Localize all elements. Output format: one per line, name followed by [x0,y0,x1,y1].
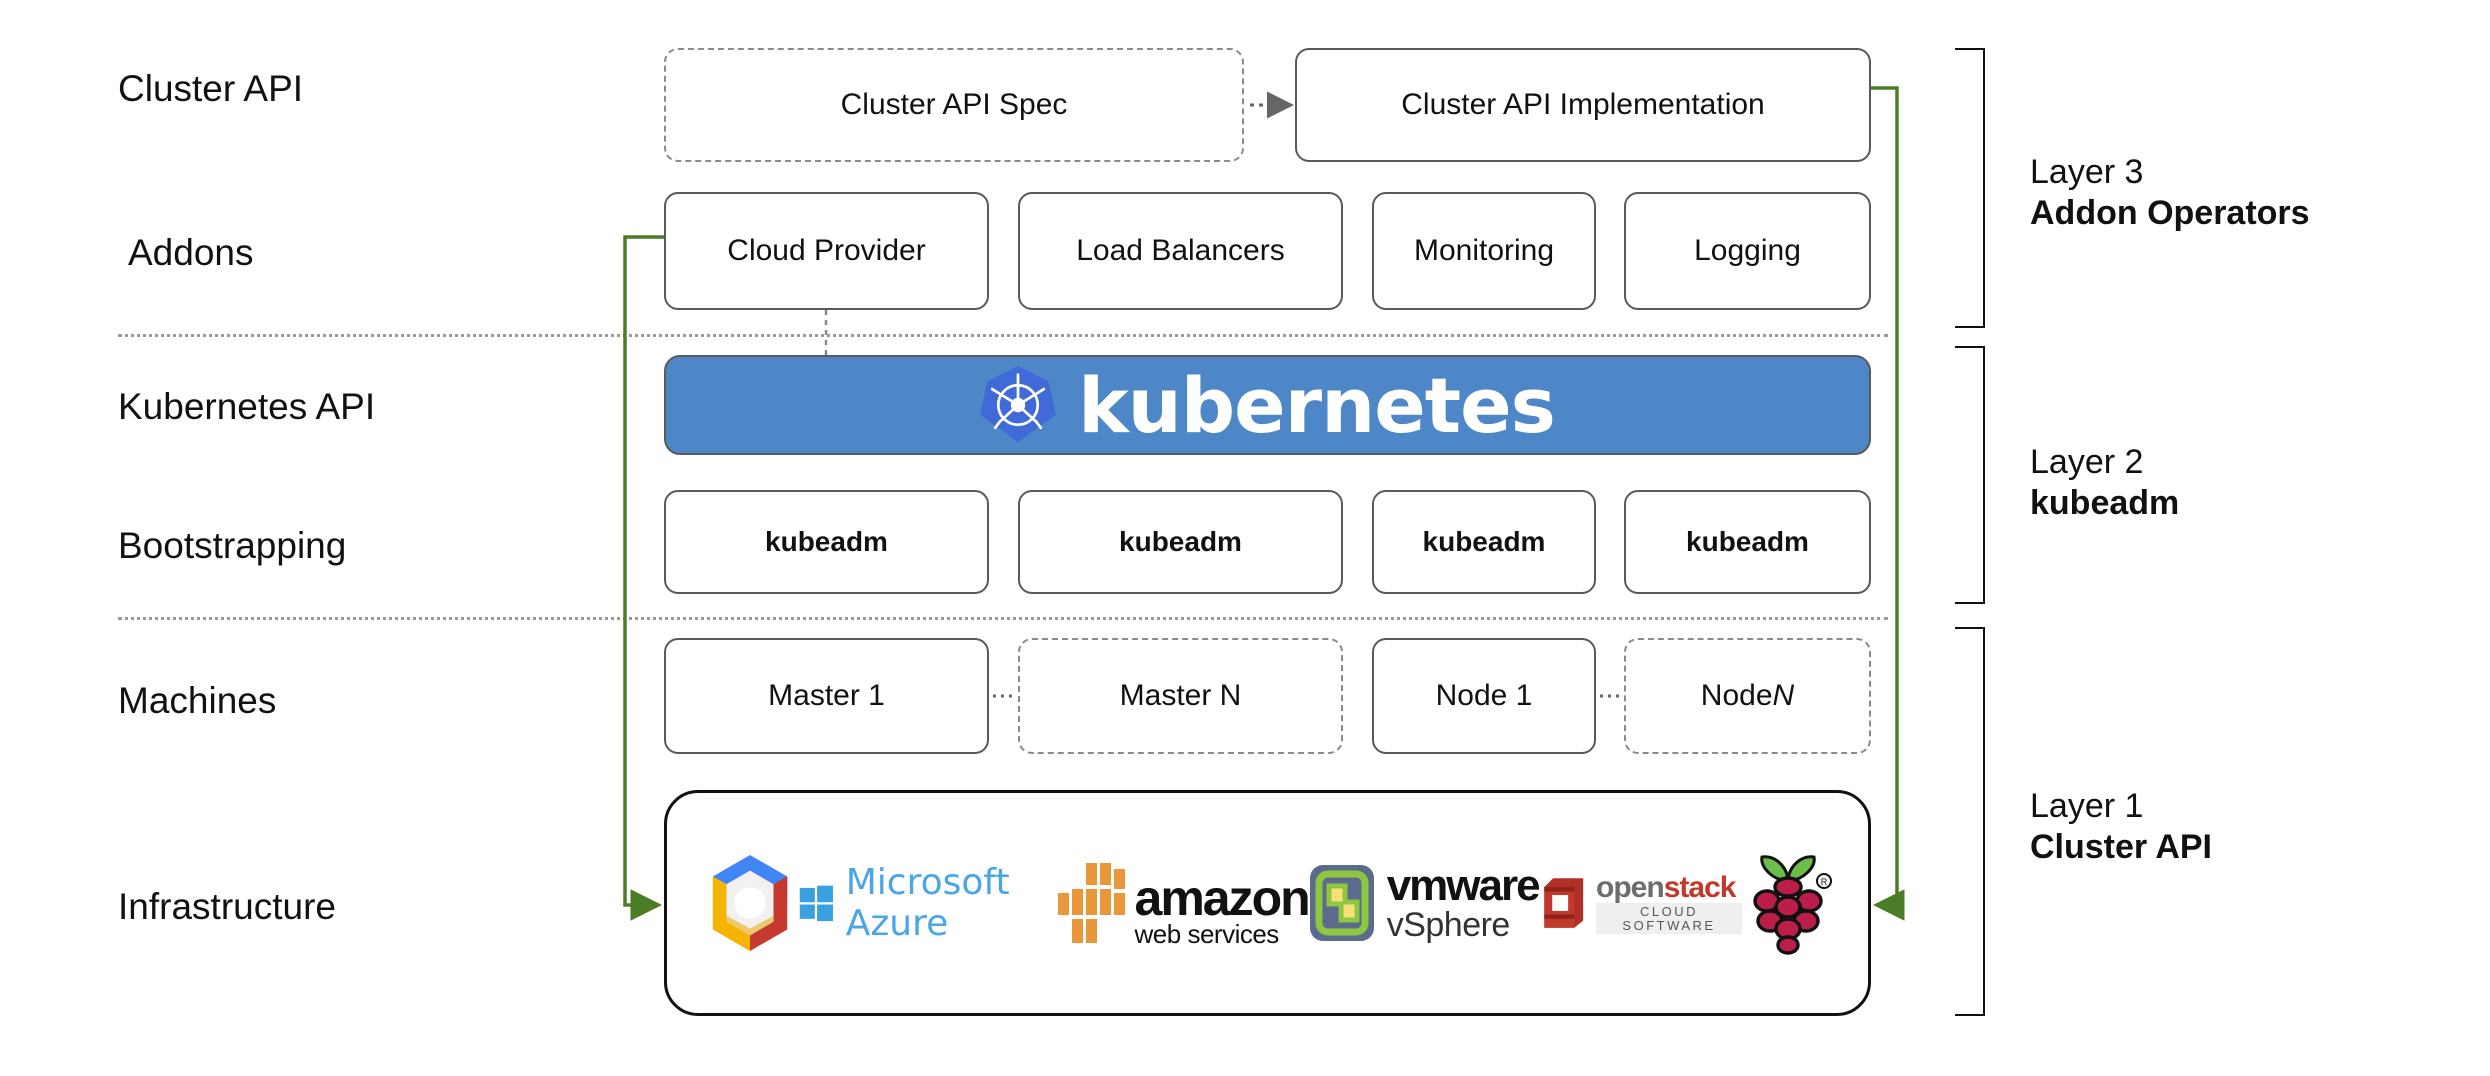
separator-layer2-layer1 [118,617,1888,620]
row-label-cluster-api: Cluster API [118,68,304,109]
node-kubeadm-1[interactable]: kubeadm [664,490,989,594]
node-addon-load-balancers[interactable]: Load Balancers [1018,192,1343,310]
layer-3-bracket [1955,48,1985,328]
node-addon-monitoring[interactable]: Monitoring [1372,192,1596,310]
node-machine-node-1[interactable]: Node 1 [1372,638,1596,754]
infrastructure-container: Microsoft Azure amazon web services [664,790,1871,1016]
layer-1-name: Cluster API [2030,828,2213,867]
node-machine-node-n-suffix: N [1772,679,1795,712]
svg-text:R: R [1821,877,1828,887]
wire-implementation-to-infrastructure [1871,86,1905,921]
node-addon-logging[interactable]: Logging [1624,192,1871,310]
node-cluster-api-implementation[interactable]: Cluster API Implementation [1295,48,1871,162]
layer-3-name: Addon Operators [2030,194,2310,233]
layer-2-bracket [1955,346,1985,604]
node-machine-master-n[interactable]: Master N [1018,638,1343,754]
openstack-wordmark-open: open [1596,870,1665,904]
vmware-vsphere-logo: vmware vSphere [1309,861,1541,944]
row-label-infrastructure: Infrastructure [118,886,336,927]
kubernetes-helm-wheel-icon [980,364,1056,446]
raspberry-pi-logo: R [1742,851,1834,955]
amazon-web-services-subtext: web services [1134,919,1280,950]
node-machine-node-n-label: Node [1700,679,1773,712]
node-kubeadm-4[interactable]: kubeadm [1624,490,1871,594]
openstack-logo: openstack CLOUD SOFTWARE [1539,871,1742,935]
kubernetes-banner: kubernetes [664,355,1871,455]
layer-1-caption: Layer 1 Cluster API [2030,786,2212,869]
layer-1-bracket [1955,627,1985,1016]
microsoft-azure-wordmark: Microsoft Azure [845,862,1010,944]
separator-layer3-layer2 [118,334,1888,337]
layer-1-number: Layer 1 [2030,787,2144,825]
wire-cloud-provider-to-infrastructure [623,235,664,921]
amazon-wordmark: amazon [1134,870,1311,927]
row-label-kubernetes-api: Kubernetes API [118,386,376,427]
row-label-machines: Machines [118,680,277,721]
openstack-subtext: CLOUD SOFTWARE [1596,903,1742,935]
layer-2-caption: Layer 2 kubeadm [2030,442,2179,525]
layer-3-caption: Layer 3 Addon Operators [2030,152,2310,235]
vsphere-subtext: vSphere [1386,906,1511,944]
layer-2-number: Layer 2 [2030,443,2144,481]
node-cluster-api-spec[interactable]: Cluster API Spec [664,48,1244,162]
node-kubeadm-2[interactable]: kubeadm [1018,490,1343,594]
google-cloud-platform-logo [701,849,799,957]
node-machine-node-n[interactable]: Node N [1624,638,1871,754]
node-addon-cloud-provider[interactable]: Cloud Provider [664,192,989,310]
layer-2-name: kubeadm [2030,484,2180,523]
amazon-web-services-logo: amazon web services [1056,859,1311,950]
node-machine-master-1[interactable]: Master 1 [664,638,989,754]
node-kubeadm-3[interactable]: kubeadm [1372,490,1596,594]
layer-3-number: Layer 3 [2030,153,2144,191]
vmware-wordmark: vmware [1386,861,1541,910]
row-label-addons: Addons [128,232,254,273]
microsoft-azure-logo: Microsoft Azure [799,862,1056,944]
row-label-bootstrapping: Bootstrapping [118,525,347,566]
kubernetes-wordmark: kubernetes [1078,360,1556,450]
openstack-wordmark-stack: stack [1663,870,1737,904]
